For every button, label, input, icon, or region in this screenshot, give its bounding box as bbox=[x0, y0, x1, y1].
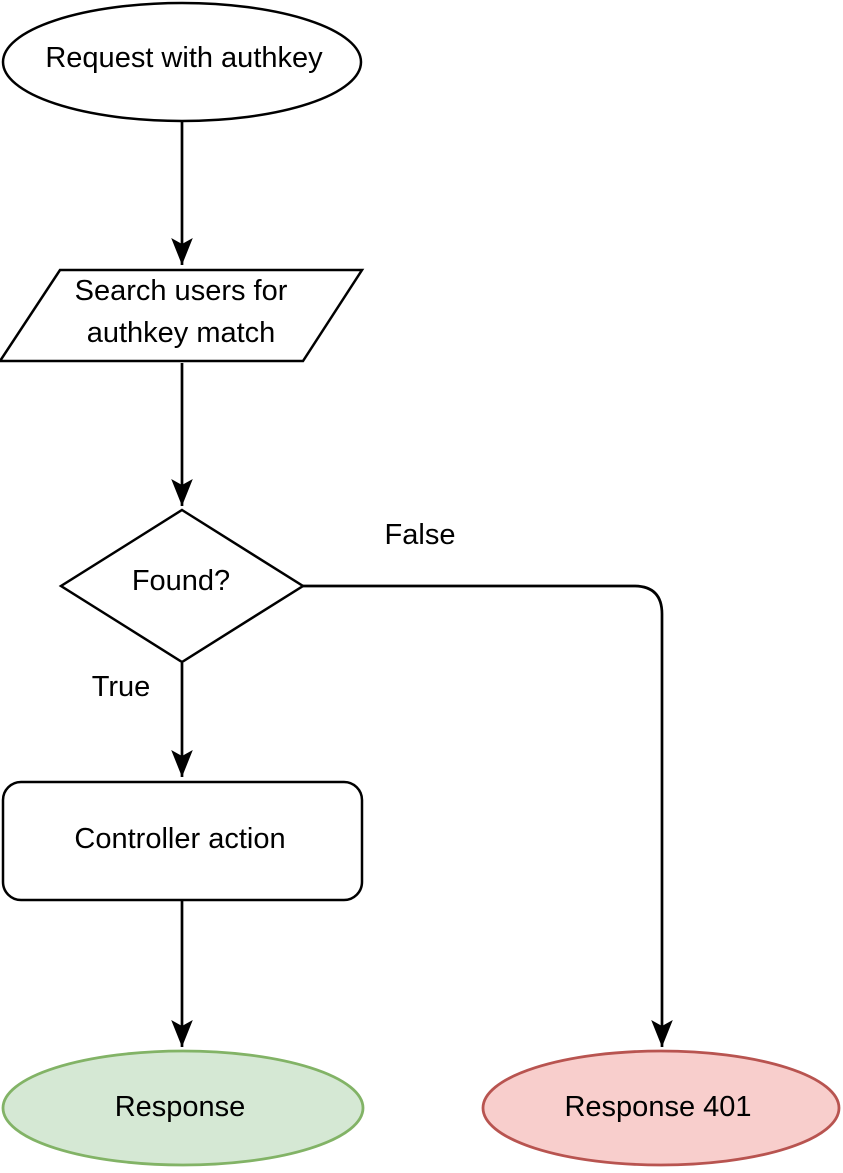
search-node-label-line1: Search users for bbox=[74, 275, 288, 307]
edge-label-true: True bbox=[91, 671, 151, 703]
response-ok-node bbox=[1, 1049, 365, 1167]
start-node bbox=[1, 1, 363, 123]
edge-label-false: False bbox=[384, 519, 456, 551]
response-401-node-label: Response 401 bbox=[564, 1091, 752, 1123]
controller-node-label: Controller action bbox=[74, 823, 286, 855]
edge-decision-false-to-response-401 bbox=[303, 584, 673, 1047]
search-node bbox=[0, 268, 365, 363]
start-node-label: Request with authkey bbox=[45, 42, 323, 74]
response-401-node bbox=[481, 1049, 841, 1167]
decision-node bbox=[58, 508, 306, 664]
search-node-label-line2: authkey match bbox=[86, 317, 276, 349]
response-ok-node-label: Response bbox=[114, 1091, 246, 1123]
search-node-label: Search users for authkey match bbox=[75, 270, 288, 354]
controller-node bbox=[1, 780, 364, 902]
decision-node-label: Found? bbox=[131, 565, 231, 597]
